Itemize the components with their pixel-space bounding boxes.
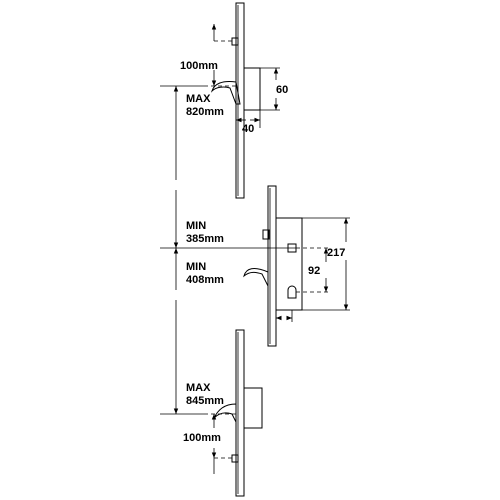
top-hook-unit: 100mm 60 40 bbox=[180, 2, 288, 199]
gearbox-height-label: 217 bbox=[327, 247, 345, 259]
centres-label: 92 bbox=[308, 265, 320, 277]
lower-min-label-line1: MIN bbox=[186, 261, 206, 273]
top-hook bbox=[210, 81, 241, 105]
cylinder-cutout bbox=[287, 285, 297, 299]
top-faceplate bbox=[235, 2, 245, 199]
upper-min-label-line2: 385mm bbox=[186, 233, 224, 245]
top-hook-case bbox=[243, 67, 261, 111]
lower-min-label-line2: 408mm bbox=[186, 274, 224, 286]
latch-bolt bbox=[262, 229, 270, 240]
top-screw bbox=[231, 37, 239, 46]
bottom-faceplate bbox=[235, 329, 245, 497]
gearbox-case bbox=[275, 217, 303, 311]
lower-max-label-line1: MAX bbox=[186, 382, 211, 394]
left-dimensions: MAX 820mm MIN 385mm MIN 408mm MAX 845mm bbox=[160, 85, 296, 415]
bottom-screw bbox=[231, 454, 239, 463]
upper-max-label-line1: MAX bbox=[186, 93, 211, 105]
centre-gearbox-unit: 217 92 bbox=[243, 185, 350, 347]
bottom-hook-gap-label: 100mm bbox=[183, 432, 221, 444]
centre-faceplate bbox=[267, 185, 277, 347]
top-box-depth-label: 40 bbox=[242, 123, 254, 135]
lower-max-label-line2: 845mm bbox=[186, 395, 224, 407]
upper-min-label-line1: MIN bbox=[186, 220, 206, 232]
top-hook-gap-label: 100mm bbox=[180, 60, 218, 72]
top-box-height-label: 60 bbox=[276, 84, 288, 96]
bottom-hook-unit: 100mm bbox=[183, 329, 263, 497]
centre-hook bbox=[243, 268, 269, 287]
bottom-hook-case bbox=[243, 387, 263, 429]
upper-max-label-line2: 820mm bbox=[186, 106, 224, 118]
